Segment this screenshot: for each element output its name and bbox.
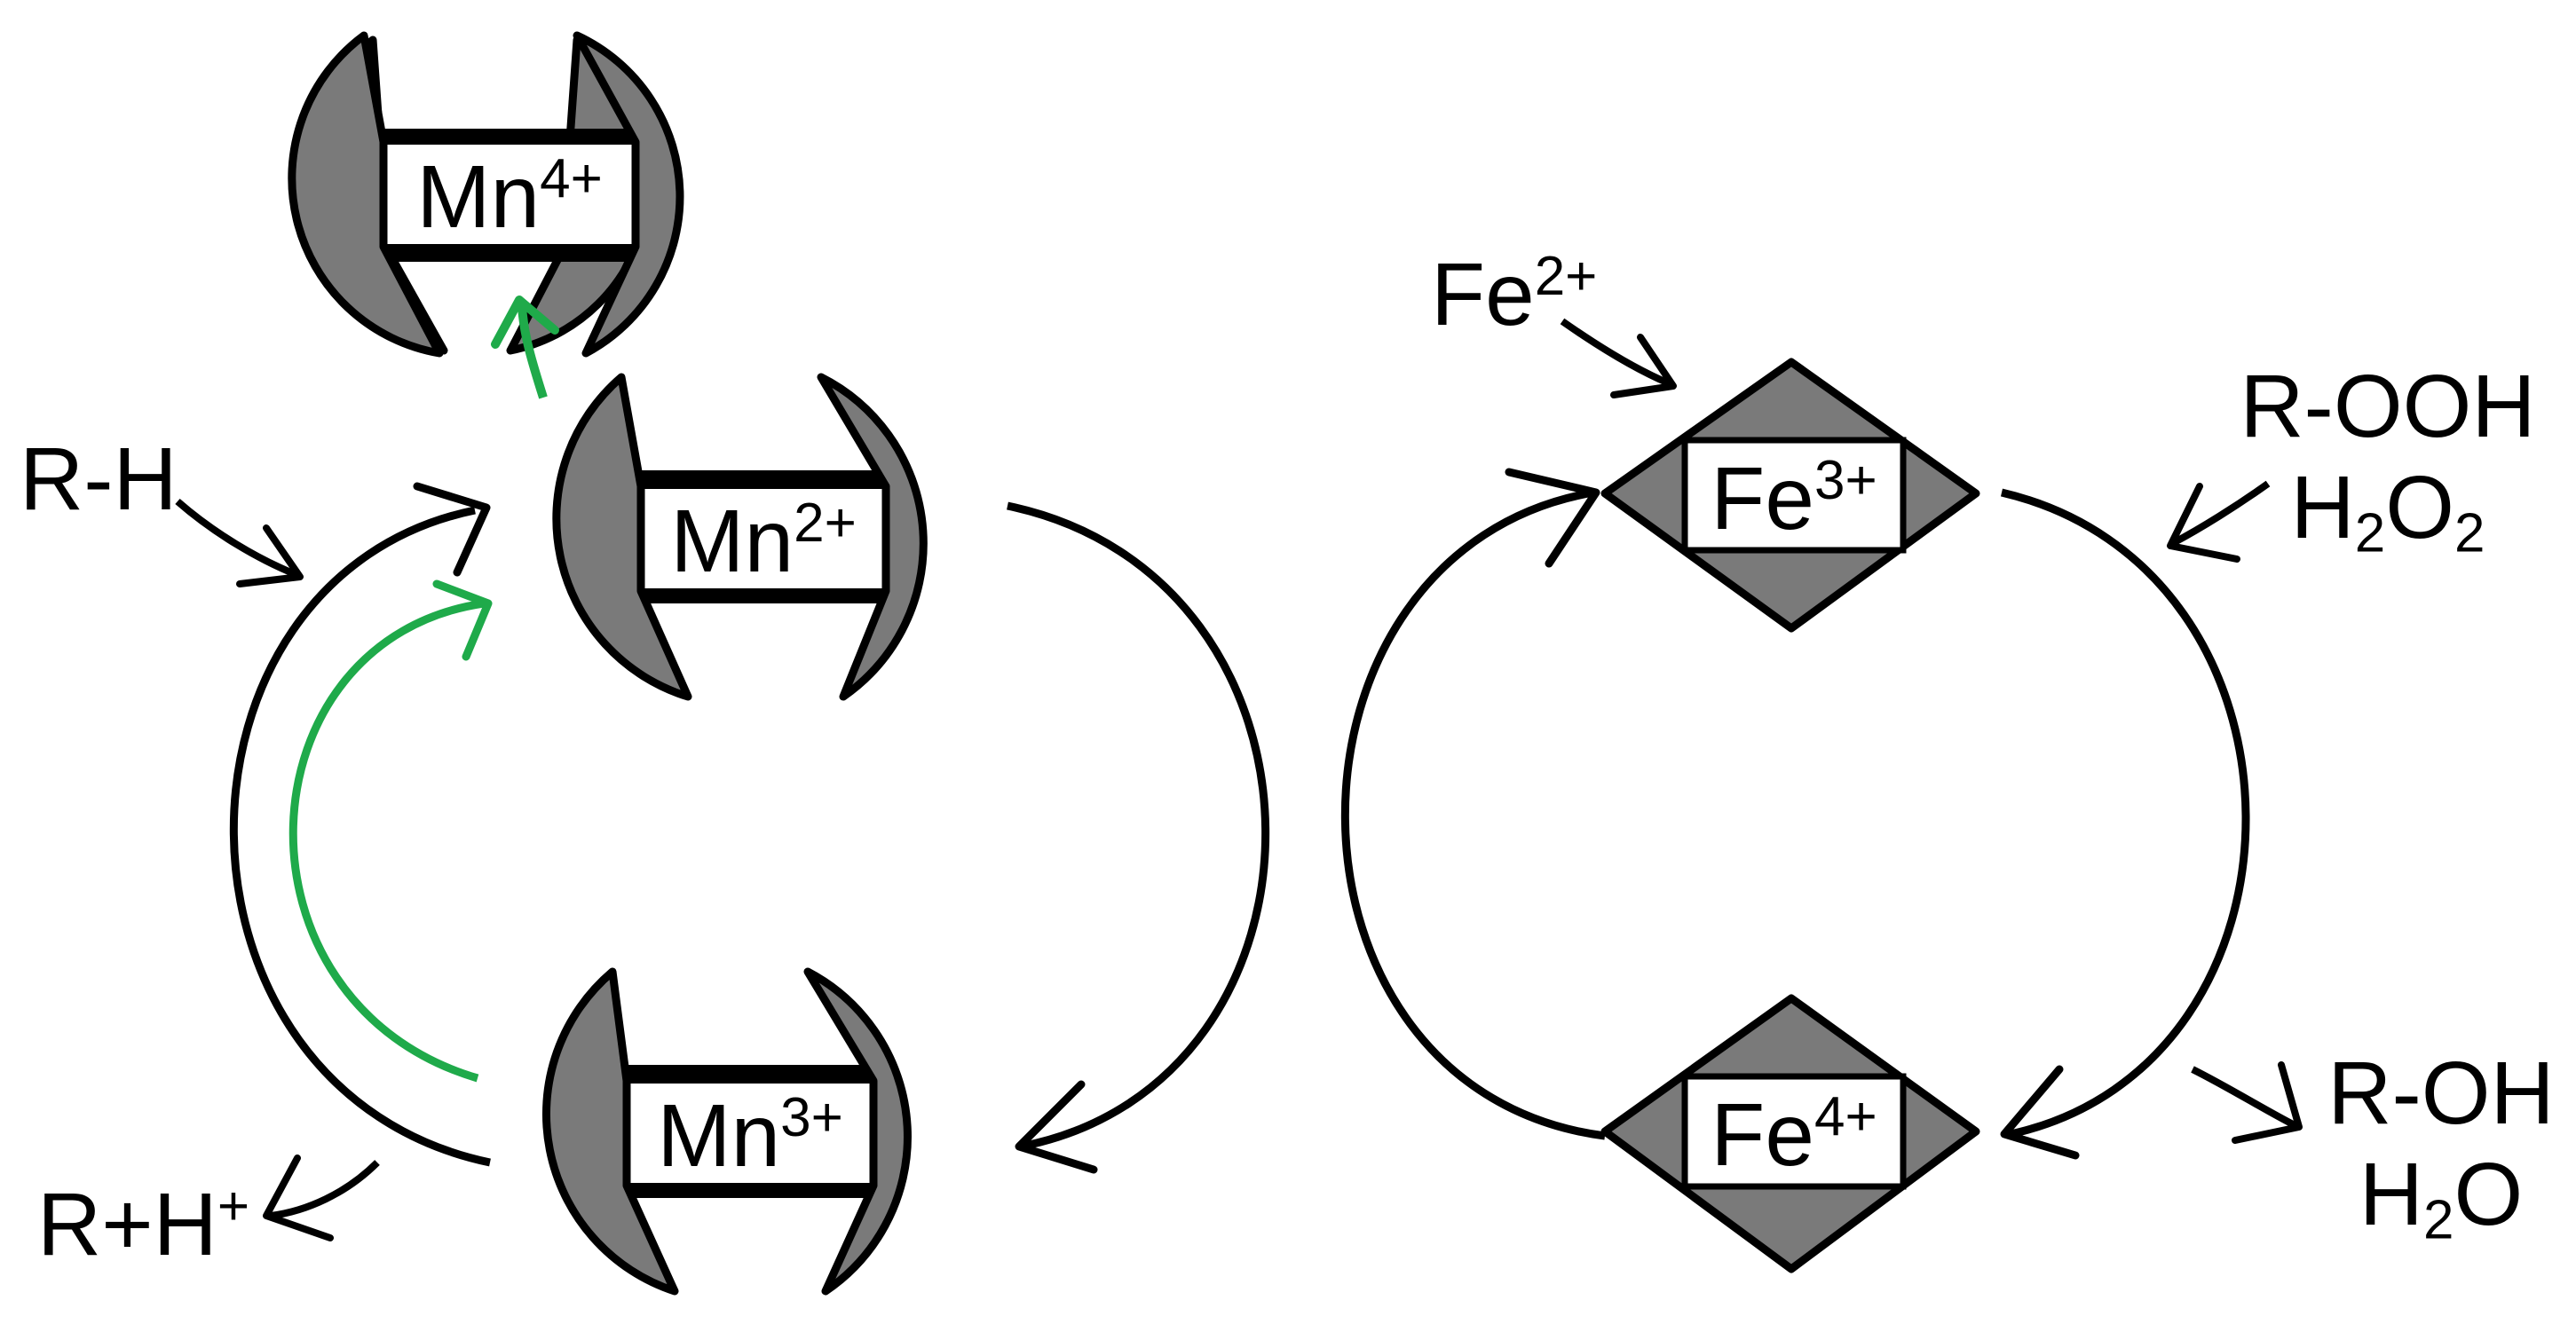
roh-h2o-label: R-OH H2O [2308, 1044, 2574, 1251]
mn4-symbol: Mn [416, 147, 541, 247]
rooh-h2o2-label: R-OOH H2O2 [2219, 357, 2556, 564]
rh-arrow [175, 498, 299, 579]
fe-cycle-left-arc [1340, 488, 1606, 1140]
fe2-charge: 2+ [1534, 245, 1598, 307]
rh-arrowhead [236, 524, 304, 587]
h2o2-formula: H2O2 [2290, 458, 2485, 564]
rooh-arrow [2171, 480, 2271, 547]
rhplus-arrowhead [263, 1155, 334, 1241]
mn2-complex [552, 373, 928, 701]
h2o-formula: H2O [2359, 1145, 2524, 1251]
mn2-label: Mn2+ [641, 495, 886, 586]
fe3-symbol: Fe [1711, 449, 1814, 548]
rh-label: R-H [20, 435, 178, 524]
fe3-label: Fe3+ [1685, 453, 1903, 543]
fe2-label: Fe2+ [1431, 248, 1597, 339]
mn-cycle-left-arc [229, 506, 491, 1167]
roh-text: R-OH [2327, 1044, 2555, 1143]
rhplus-label: R+H+ [37, 1178, 249, 1269]
rhplus-text: R+H [37, 1175, 217, 1274]
mn4-charge: 4+ [540, 147, 603, 209]
fe3-complex [1600, 358, 1980, 633]
fe2-arrowhead [1610, 334, 1677, 398]
green-arc-mn3-to-mn2 [288, 599, 485, 1083]
fe2-arrow [1560, 318, 1671, 387]
mn3-symbol: Mn [657, 1086, 781, 1186]
roh-arrow [2191, 1066, 2296, 1129]
rooh-text: R-OOH [2240, 357, 2536, 456]
rh-text: R-H [20, 430, 178, 529]
mn4-label: Mn4+ [383, 151, 636, 241]
mn2-symbol: Mn [670, 492, 794, 591]
green-arrowhead-mn4 [491, 296, 559, 349]
fe4-complex [1600, 994, 1980, 1273]
rhplus-charge: + [217, 1175, 250, 1237]
mn3-charge: 3+ [780, 1086, 843, 1148]
mn4-complex [288, 31, 684, 358]
mn-cycle-left-arrowhead [413, 482, 491, 577]
rooh-arrowhead [2167, 483, 2240, 563]
fe4-symbol: Fe [1711, 1085, 1814, 1185]
green-arrow-mn2-to-mn4 [518, 305, 548, 399]
mn2-charge: 2+ [794, 492, 857, 554]
roh-arrowhead [2232, 1061, 2303, 1144]
fe4-charge: 4+ [1814, 1085, 1877, 1147]
mn-cycle-right-arrowhead [1015, 1080, 1098, 1174]
fe4-label: Fe4+ [1685, 1089, 1903, 1179]
mn3-label: Mn3+ [627, 1090, 873, 1180]
mn-cycle-right-arc [1007, 501, 1270, 1151]
fe-cycle-right-arrowhead [2000, 1065, 2080, 1160]
rhplus-arrow [270, 1160, 380, 1219]
green-arrowhead-mn2 [432, 579, 493, 661]
fe2-symbol: Fe [1431, 245, 1535, 344]
fe3-charge: 3+ [1814, 449, 1877, 511]
fe-cycle-left-arrowhead [1505, 468, 1600, 568]
mn3-complex [541, 967, 912, 1296]
fe-cycle-right-arc [2000, 488, 2250, 1139]
